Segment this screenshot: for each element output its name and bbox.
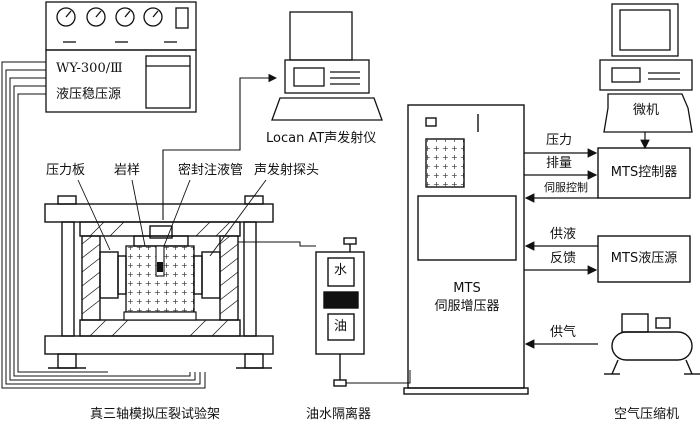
locan-label: Locan AT声发射仪 (266, 131, 377, 146)
rig-label: 真三轴模拟压裂试验架 (90, 407, 221, 422)
compressor-label: 空气压缩机 (614, 407, 680, 422)
water-label: 水 (334, 263, 348, 278)
leader-lines (77, 179, 267, 257)
wy-hydraulic-source (45, 1, 197, 113)
seal-pipe-label: 密封注液管 (178, 163, 244, 178)
ae-probe-label: 声发射探头 (254, 163, 320, 178)
press-plate-label: 压力板 (46, 163, 86, 178)
signal-feedback-label: 反馈 (550, 251, 577, 266)
mts-display-grille (426, 139, 464, 187)
mts-controller-label: MTS控制器 (610, 165, 678, 180)
oil-label: 油 (334, 319, 348, 334)
pipe-separator-to-mts (346, 370, 411, 384)
signal-arrows (524, 148, 598, 349)
rock-sample-label: 岩样 (114, 163, 141, 178)
mts-hydraulic-label: MTS液压源 (610, 251, 678, 266)
seal-pipe (155, 245, 165, 277)
mts-intensifier (403, 104, 529, 395)
signal-supply-air-label: 供气 (550, 325, 577, 340)
signal-pressure-label: 压力 (546, 133, 573, 148)
ae-signal-line (162, 73, 278, 220)
computer-label: 微机 (632, 103, 660, 118)
mts-top-label: MTS (453, 281, 481, 296)
ae-probe (157, 262, 163, 272)
separator-label: 油水隔离器 (306, 407, 372, 422)
computer (599, 3, 693, 133)
pipe-rig-to-separator (238, 241, 316, 247)
oil-water-separator (315, 237, 365, 387)
hydraulic-lines (1, 61, 206, 389)
rig-hatching (81, 221, 239, 337)
air-compressor (604, 313, 700, 375)
signal-servo-label: 伺服控制 (544, 181, 588, 194)
wy-name-label: 液压稳压源 (56, 87, 122, 102)
signal-supply-liquid-label: 供液 (550, 227, 577, 242)
signal-flow-label: 排量 (546, 156, 573, 171)
locan-ae-instrument (271, 11, 383, 121)
mts-hydraulic-box (597, 235, 691, 283)
mts-bottom-label: 伺服增压器 (434, 299, 500, 314)
wy-model-label: WY-300/Ⅲ (56, 61, 123, 76)
bottom-plate (123, 311, 197, 321)
